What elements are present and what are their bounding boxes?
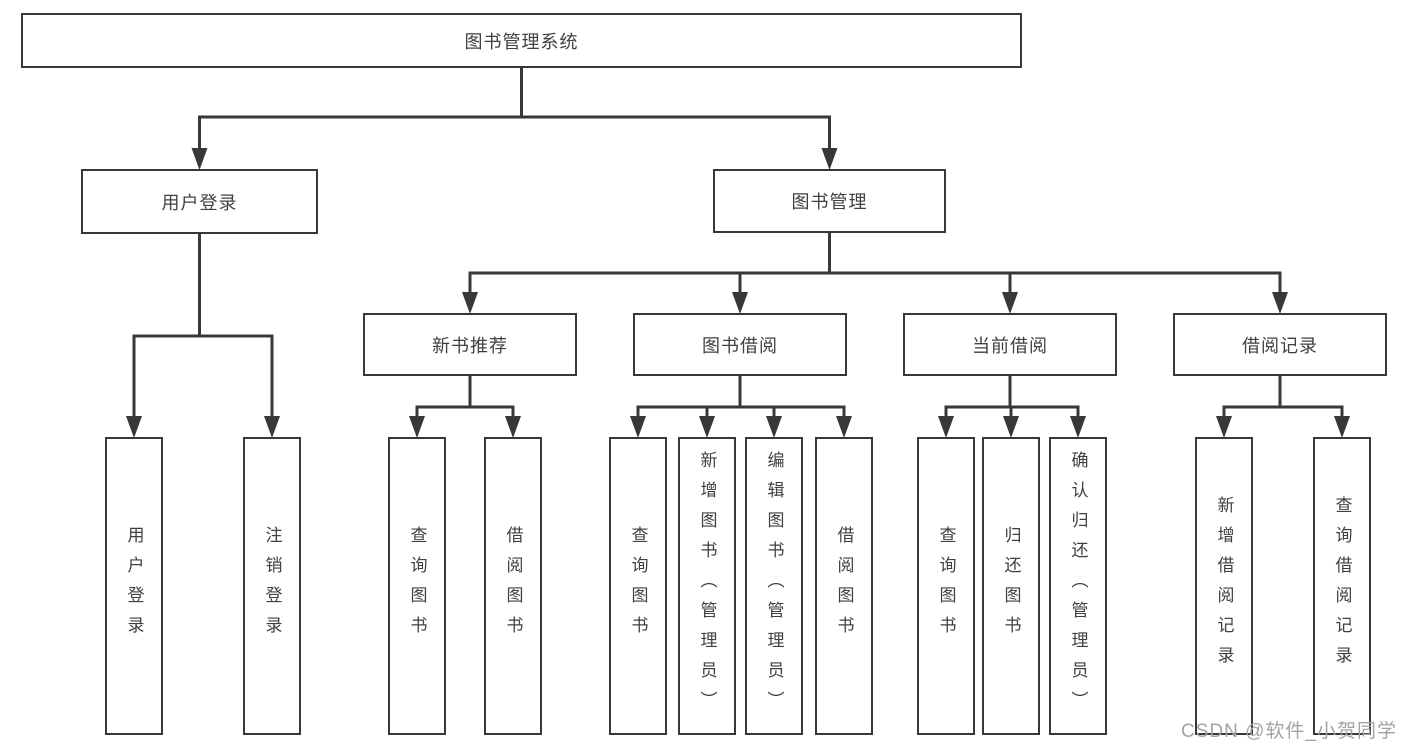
- node-root-label: 图书管理系统: [464, 31, 579, 52]
- node-new-book-recommend: 新书推荐: [363, 313, 577, 376]
- node-book-management: 图书管理: [713, 169, 946, 233]
- node-cb-query-book-label: 查询图书: [936, 526, 956, 646]
- node-bb-query-book: 查询图书: [609, 437, 667, 735]
- node-new-book-recommend-label: 新书推荐: [432, 335, 508, 356]
- node-logout-label: 注销登录: [262, 526, 282, 646]
- node-rec-query-book-label: 查询图书: [407, 526, 427, 646]
- node-borrowing-records: 借阅记录: [1173, 313, 1387, 376]
- node-book-management-label: 图书管理: [791, 192, 868, 212]
- node-bb-add-book-label: 新增图书（管理员）: [697, 451, 717, 721]
- node-user-login-label: 用户登录: [161, 192, 238, 213]
- node-rec-query-book: 查询图书: [388, 437, 446, 735]
- node-bb-edit-book-label: 编辑图书（管理员）: [764, 451, 784, 721]
- node-login-label: 用户登录: [124, 526, 144, 646]
- node-br-query-record: 查询借阅记录: [1313, 437, 1371, 735]
- node-bb-borrow-book: 借阅图书: [815, 437, 873, 735]
- node-bb-add-book: 新增图书（管理员）: [678, 437, 736, 735]
- node-book-borrowing-label: 图书借阅: [702, 335, 778, 356]
- node-rec-borrow-book-label: 借阅图书: [503, 526, 523, 646]
- node-borrowing-records-label: 借阅记录: [1242, 335, 1318, 356]
- node-br-query-record-label: 查询借阅记录: [1332, 496, 1352, 676]
- node-cb-confirm-return: 确认归还（管理员）: [1049, 437, 1107, 735]
- node-current-borrowing: 当前借阅: [903, 313, 1117, 376]
- node-cb-return-book-label: 归还图书: [1001, 526, 1021, 646]
- node-cb-return-book: 归还图书: [982, 437, 1040, 735]
- node-book-borrowing: 图书借阅: [633, 313, 847, 376]
- node-cb-query-book: 查询图书: [917, 437, 975, 735]
- node-user-login: 用户登录: [81, 169, 318, 234]
- node-current-borrowing-label: 当前借阅: [972, 335, 1048, 356]
- node-logout: 注销登录: [243, 437, 301, 735]
- node-bb-query-book-label: 查询图书: [628, 526, 648, 646]
- node-br-add-record-label: 新增借阅记录: [1214, 496, 1234, 676]
- node-login: 用户登录: [105, 437, 163, 735]
- node-br-add-record: 新增借阅记录: [1195, 437, 1253, 735]
- node-bb-edit-book: 编辑图书（管理员）: [745, 437, 803, 735]
- node-bb-borrow-book-label: 借阅图书: [834, 526, 854, 646]
- node-rec-borrow-book: 借阅图书: [484, 437, 542, 735]
- node-root: 图书管理系统: [21, 13, 1022, 68]
- node-cb-confirm-return-label: 确认归还（管理员）: [1068, 451, 1088, 721]
